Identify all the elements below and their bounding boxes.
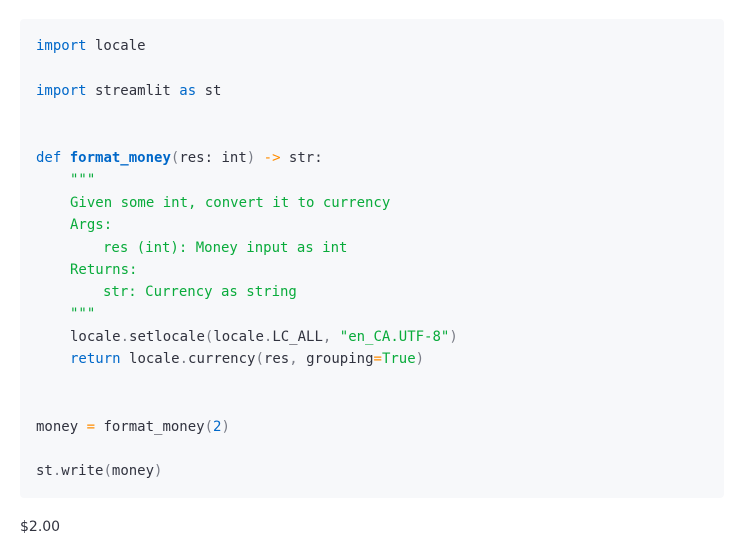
- keyword: return: [70, 351, 121, 367]
- code-text: setlocale: [129, 329, 205, 345]
- code-space: [121, 351, 129, 367]
- code-line-docstring: Returns:: [70, 262, 138, 278]
- code-text: locale: [86, 38, 146, 54]
- code-line-docstring-close: """: [70, 306, 96, 322]
- code-line-docstring: res (int): Money input as int: [103, 240, 348, 256]
- paren: (: [103, 463, 112, 479]
- dot: .: [120, 329, 130, 345]
- code-text: str:: [280, 150, 323, 166]
- dot: .: [263, 329, 273, 345]
- code-text: locale: [129, 351, 180, 367]
- constant: True: [381, 351, 416, 367]
- code-line-import-locale: import locale: [36, 35, 146, 57]
- string-literal: "en_CA.UTF-8": [339, 329, 450, 345]
- code-space: [61, 150, 69, 166]
- code-line-setlocale: locale.setlocale(locale.LC_ALL, "en_CA.U…: [70, 326, 458, 348]
- code-line-write: st.write(money): [36, 460, 162, 482]
- code-text: currency: [188, 351, 256, 367]
- code-text: LC_ALL: [272, 329, 323, 345]
- code-line-def: def format_money(res: int) -> str:: [36, 147, 323, 169]
- paren: ): [449, 329, 458, 345]
- operator: =: [78, 419, 104, 435]
- code-line-docstring: Given some int, convert it to currency: [70, 195, 391, 211]
- paren: (: [255, 351, 264, 367]
- code-line-return: return locale.currency(res, grouping=Tru…: [70, 348, 424, 370]
- paren: ): [221, 419, 230, 435]
- code-line-docstring: Args:: [70, 217, 113, 233]
- code-text: streamlit: [86, 83, 180, 99]
- comma: ,: [289, 351, 307, 367]
- code-text: res: int: [179, 150, 247, 166]
- code-text: locale: [213, 329, 264, 345]
- dot: .: [52, 463, 62, 479]
- code-text: write: [61, 463, 104, 479]
- code-text: st: [196, 83, 222, 99]
- keyword: import: [36, 83, 87, 99]
- number-literal: 2: [213, 419, 222, 435]
- keyword: def: [36, 150, 62, 166]
- paren: ): [246, 150, 256, 166]
- code-text: res: [263, 351, 290, 367]
- keyword: import: [36, 38, 87, 54]
- paren: (: [170, 150, 180, 166]
- function-name: format_money: [69, 150, 171, 166]
- code-text: locale: [70, 329, 121, 345]
- code-block: import locale import streamlit as st def…: [20, 19, 724, 498]
- paren: (: [204, 329, 214, 345]
- code-text: grouping: [306, 351, 374, 367]
- app-output-text: $2.00: [20, 519, 61, 535]
- keyword: as: [179, 83, 197, 99]
- code-text: format_money: [103, 419, 205, 435]
- paren: ): [154, 463, 163, 479]
- code-line-docstring-open: """: [70, 172, 96, 188]
- dot: .: [179, 351, 189, 367]
- code-text: st: [36, 463, 53, 479]
- code-space: [255, 150, 263, 166]
- paren: (: [204, 419, 214, 435]
- code-line-assign: money = format_money(2): [36, 416, 230, 438]
- code-line-docstring: str: Currency as string: [103, 284, 297, 300]
- code-text: money: [111, 463, 155, 479]
- operator: =: [373, 351, 382, 367]
- operator: ->: [263, 150, 281, 166]
- paren: ): [415, 351, 425, 367]
- comma: ,: [322, 329, 340, 345]
- code-text: money: [36, 419, 79, 435]
- code-line-import-streamlit: import streamlit as st: [36, 80, 221, 102]
